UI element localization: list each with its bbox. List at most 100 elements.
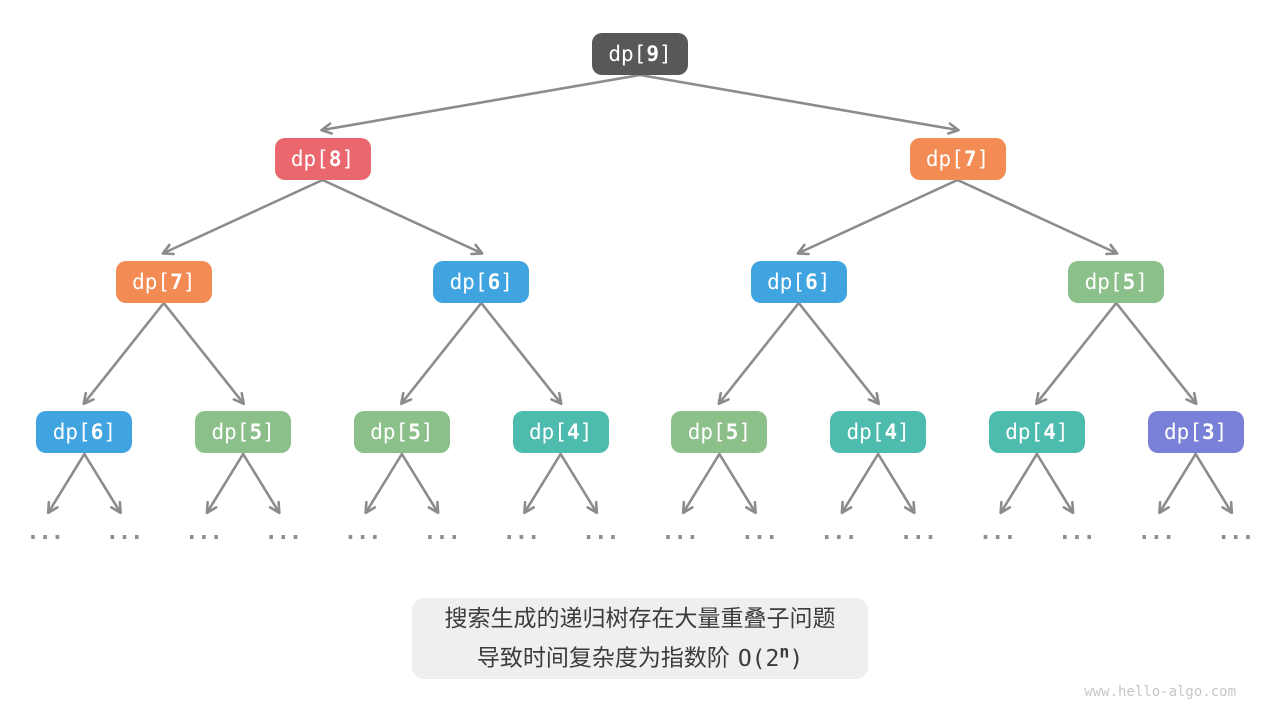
tree-edge-arrow [82,301,166,406]
node-label-prefix: dp[ [52,420,91,444]
tree-edge-arrow [796,178,959,256]
node-label-value: 3 [1201,420,1215,444]
tree-edge-arrow [840,452,880,515]
tree-edge-arrow [1034,301,1118,406]
node-label-suffix: ] [500,270,513,294]
node-label-value: 4 [566,420,580,444]
tree-edge-arrow [999,452,1039,515]
tree-edge-arrow [681,452,721,515]
tree-node: dp[5] [1068,261,1165,303]
node-label-value: 6 [487,270,501,294]
node-label-suffix: ] [1135,270,1148,294]
node-label-prefix: dp[ [529,420,567,444]
node-label-value: 5 [249,420,263,444]
ellipsis-item: ... [661,520,699,545]
tree-edge-arrow [1158,452,1197,515]
ellipsis-item: ... [502,520,541,545]
ellipsis-item: ... [820,520,858,545]
node-label-suffix: ] [976,147,990,171]
tree-node: dp[7] [115,261,212,303]
node-label-value: 9 [646,42,659,66]
node-label-suffix: ] [420,420,434,444]
ellipsis-item: ... [185,520,223,545]
ellipsis-item: ... [1058,520,1096,545]
node-label-prefix: dp[ [211,420,250,444]
tree-node: dp[5] [195,411,292,453]
tree-edge-arrow [1114,301,1198,406]
watermark-text: www.hello-algo.com [1084,684,1236,700]
ellipsis-item: ... [581,520,620,545]
tree-edge-arrow [523,452,562,515]
node-label-prefix: dp[ [687,420,726,444]
formula-open: O(2 [737,645,780,672]
tree-edge-arrow [46,452,86,515]
node-label-prefix: dp[ [1084,270,1123,294]
ellipsis-item: ... [105,520,144,545]
node-label-value: 5 [408,420,421,444]
ellipsis-item: ... [1137,520,1176,545]
node-label-value: 6 [805,270,818,294]
ellipsis-item: ... [423,520,461,545]
node-label-value: 4 [1043,420,1056,444]
node-label-suffix: ] [1214,420,1228,444]
caption-line-2-text: 导致时间复杂度为指数阶 [476,644,730,671]
tree-edge-arrow [399,301,483,406]
ellipsis-item: ... [899,520,937,545]
tree-edge-arrow [241,452,281,515]
ellipsis-item: ... [740,520,779,545]
tree-node: dp[8] [274,138,371,180]
tree-edge-arrow [1035,452,1075,515]
node-label-suffix: ] [817,270,831,294]
formula-exponent: n [779,642,790,662]
node-label-value: 8 [328,147,342,171]
tree-edge-arrow [161,178,324,256]
tree-edge-arrow [797,301,881,406]
node-label-prefix: dp[ [290,147,329,171]
ellipsis-item: ... [264,520,302,545]
caption-line-1: 搜索生成的递归树存在大量重叠子问题 [444,605,836,632]
node-label-prefix: dp[ [370,420,409,444]
tree-node: dp[4] [512,411,609,453]
tree-edge-arrow [205,452,245,515]
tree-edge-arrow [321,178,484,256]
tree-edge-arrow [876,452,916,515]
node-label-prefix: dp[ [449,270,488,294]
node-label-suffix: ] [1055,420,1069,444]
node-label-value: 4 [884,420,898,444]
caption-box: 搜索生成的递归树存在大量重叠子问题 导致时间复杂度为指数阶 O(2n) [412,598,868,679]
node-label-prefix: dp[ [132,270,171,294]
node-label-suffix: ] [897,420,910,444]
tree-node: dp[9] [592,33,688,75]
node-label-suffix: ] [182,270,196,294]
node-label-value: 7 [170,270,183,294]
ellipsis-item: ... [978,520,1017,545]
tree-node: dp[5] [353,411,450,453]
tree-node: dp[4] [988,411,1085,453]
node-label-value: 7 [963,147,977,171]
node-label-prefix: dp[ [846,420,885,444]
tree-edge-arrow [559,452,599,515]
node-label-prefix: dp[ [767,270,806,294]
caption-line-2: 导致时间复杂度为指数阶 O(2n) [477,635,803,676]
tree-node: dp[6] [750,261,847,303]
node-label-suffix: ] [262,420,275,444]
node-label-prefix: dp[ [608,42,647,66]
node-label-value: 5 [725,420,739,444]
tree-edge-arrow [718,452,757,515]
ellipsis-item: ... [26,520,64,545]
node-label-value: 6 [90,420,104,444]
tree-edge-arrow [162,301,246,406]
node-label-suffix: ] [103,420,116,444]
tree-edge-arrow [717,301,801,406]
tree-node: dp[6] [433,261,530,303]
caption-formula: O(2n) [737,642,803,672]
node-label-suffix: ] [341,147,355,171]
node-label-value: 5 [1122,270,1136,294]
tree-edge-arrow [1194,452,1234,515]
node-label-prefix: dp[ [1164,420,1202,444]
tree-node: dp[4] [830,411,927,453]
tree-edge-arrow [83,452,122,515]
node-label-suffix: ] [579,420,593,444]
tree-node: dp[5] [671,411,768,453]
